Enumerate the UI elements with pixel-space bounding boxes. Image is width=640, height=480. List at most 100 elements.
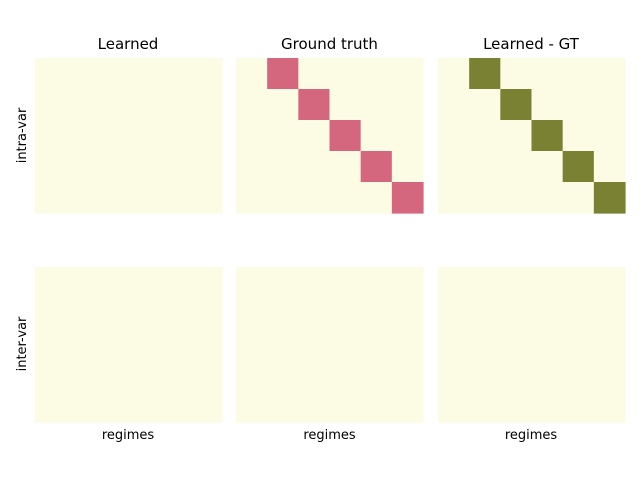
heatmap-cell <box>236 182 268 214</box>
heatmap-cell <box>298 267 331 299</box>
heatmap-cell <box>190 298 223 330</box>
heatmap-cell <box>190 120 223 152</box>
x-axis-label-col1: regimes <box>102 428 155 443</box>
heatmap-cell <box>66 391 98 423</box>
heatmap-cell <box>97 360 130 392</box>
heatmap-cell <box>593 58 626 90</box>
heatmap-cell <box>391 391 424 423</box>
heatmap-cell <box>438 267 470 299</box>
heatmap-cell <box>500 298 533 330</box>
heatmap-cell <box>469 182 501 214</box>
heatmap-cell <box>469 298 501 330</box>
heatmap-cell <box>190 182 223 214</box>
heatmap-cell <box>531 120 564 152</box>
heatmap-cell <box>97 151 130 183</box>
heatmap-cell <box>236 391 268 423</box>
heatmap-cell <box>360 182 393 214</box>
heatmap-cell <box>298 151 331 183</box>
heatmap-panel-intra-var-1 <box>35 58 223 214</box>
heatmap-cell <box>438 329 470 361</box>
heatmap-cell <box>128 151 161 183</box>
heatmap-cell <box>66 120 98 152</box>
heatmap-panel-inter-var-1 <box>35 267 223 423</box>
heatmap-cell <box>438 89 470 121</box>
heatmap-cell <box>236 298 268 330</box>
heatmap-cell <box>562 391 595 423</box>
heatmap-cell <box>593 391 626 423</box>
heatmap-cell <box>593 329 626 361</box>
heatmap-cell <box>469 151 501 183</box>
heatmap-cell <box>236 120 268 152</box>
heatmap-cell <box>236 329 268 361</box>
heatmap-cell <box>360 298 393 330</box>
heatmap-cell <box>391 267 424 299</box>
heatmap-cell <box>66 182 98 214</box>
heatmap-cell <box>128 182 161 214</box>
heatmap-cell <box>562 120 595 152</box>
heatmap-cell <box>66 58 98 90</box>
heatmap-cell <box>391 89 424 121</box>
heatmap-cell <box>190 360 223 392</box>
heatmap-cell <box>159 267 192 299</box>
heatmap-cell <box>267 182 299 214</box>
heatmap-cell <box>469 89 501 121</box>
heatmap-cell <box>469 391 501 423</box>
heatmap-cell <box>66 360 98 392</box>
heatmap-cell <box>267 89 299 121</box>
heatmap-cell <box>97 267 130 299</box>
x-axis-label-col2: regimes <box>303 428 356 443</box>
heatmap-cell <box>500 182 533 214</box>
heatmap-cell <box>128 329 161 361</box>
heatmap-cell <box>97 182 130 214</box>
heatmap-cell <box>35 360 67 392</box>
heatmap-cell <box>298 391 331 423</box>
heatmap-cell <box>500 89 533 121</box>
heatmap-cell <box>329 120 362 152</box>
heatmap-cell <box>35 120 67 152</box>
heatmap-cell <box>298 89 331 121</box>
heatmap-cell <box>236 267 268 299</box>
heatmap-cell <box>298 58 331 90</box>
heatmap-cell <box>267 298 299 330</box>
heatmap-cell <box>329 151 362 183</box>
heatmap-cell <box>360 391 393 423</box>
heatmap-cell <box>267 151 299 183</box>
heatmap-cell <box>298 298 331 330</box>
heatmap-cell <box>35 58 67 90</box>
heatmap-cell <box>329 89 362 121</box>
heatmap-cell <box>500 360 533 392</box>
heatmap-cell <box>593 360 626 392</box>
heatmap-cell <box>329 360 362 392</box>
heatmap-cell <box>500 120 533 152</box>
heatmap-cell <box>562 89 595 121</box>
heatmap-cell <box>329 391 362 423</box>
heatmap-cell <box>159 182 192 214</box>
heatmap-cell <box>35 391 67 423</box>
heatmap-cell <box>562 182 595 214</box>
heatmap-cell <box>236 360 268 392</box>
heatmap-cell <box>267 391 299 423</box>
heatmap-cell <box>391 58 424 90</box>
heatmap-cell <box>35 267 67 299</box>
heatmap-cell <box>128 267 161 299</box>
heatmap-cell <box>531 151 564 183</box>
heatmap-cell <box>159 120 192 152</box>
heatmap-panel-intra-var-2 <box>236 58 424 214</box>
heatmap-cell <box>593 267 626 299</box>
heatmap-cell <box>391 151 424 183</box>
heatmap-cell <box>190 267 223 299</box>
heatmap-cell <box>531 298 564 330</box>
heatmap-cell <box>360 89 393 121</box>
heatmap-cell <box>469 58 501 90</box>
heatmap-cell <box>360 360 393 392</box>
heatmap-cell <box>35 182 67 214</box>
heatmap-cell <box>438 360 470 392</box>
column-title-ground-truth: Ground truth <box>281 35 378 53</box>
heatmap-panel-intra-var-3 <box>438 58 626 214</box>
heatmap-cell <box>438 182 470 214</box>
heatmap-cell <box>562 329 595 361</box>
heatmap-cell <box>500 329 533 361</box>
heatmap-cell <box>329 298 362 330</box>
heatmap-cell <box>593 89 626 121</box>
